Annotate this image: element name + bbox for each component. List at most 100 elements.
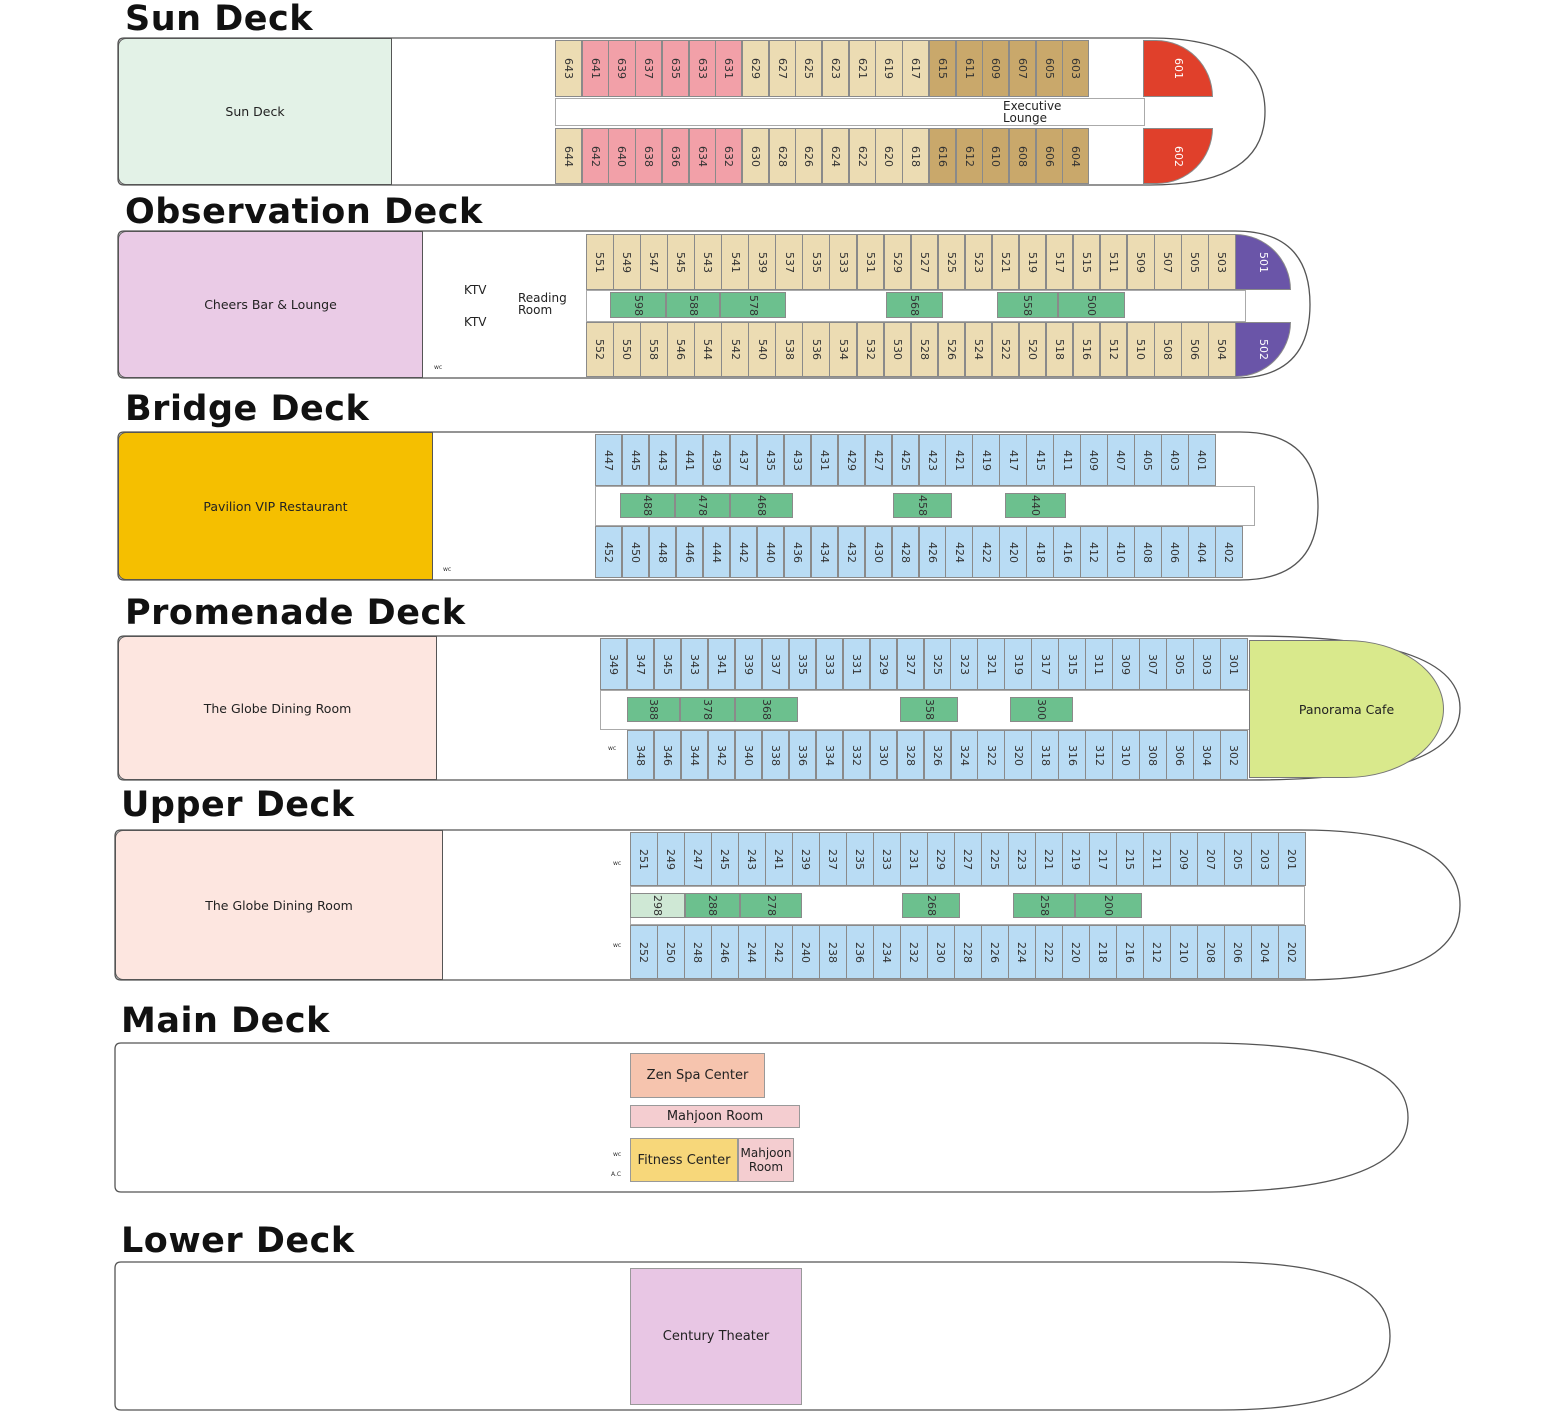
cabin[interactable]: 523 <box>964 234 993 290</box>
cabin[interactable]: 633 <box>688 40 716 97</box>
cabin[interactable]: 626 <box>795 128 823 184</box>
cabin[interactable]: 305 <box>1166 638 1194 690</box>
cabin-inner[interactable]: 258 <box>1013 893 1075 918</box>
cabin[interactable]: 546 <box>667 322 695 377</box>
cabin[interactable]: 434 <box>810 526 839 578</box>
cabin[interactable]: 230 <box>927 925 955 979</box>
cabin[interactable]: 228 <box>954 925 982 979</box>
cabin[interactable]: 634 <box>688 128 716 184</box>
cabin[interactable]: 540 <box>748 322 776 377</box>
cabin[interactable]: 405 <box>1134 434 1162 486</box>
cabin[interactable]: 325 <box>923 638 951 690</box>
cabin[interactable]: 336 <box>788 730 817 780</box>
cabin[interactable]: 334 <box>815 730 844 780</box>
cabin-inner[interactable]: 300 <box>1010 697 1073 722</box>
cabin[interactable]: 412 <box>1080 526 1108 578</box>
cabin[interactable]: 509 <box>1127 234 1155 290</box>
cabin[interactable]: 604 <box>1062 128 1090 184</box>
cabin-inner[interactable]: 598 <box>610 292 666 318</box>
cabin[interactable]: 220 <box>1062 925 1090 979</box>
cabin[interactable]: 608 <box>1008 128 1037 184</box>
cabin[interactable]: 521 <box>991 234 1020 290</box>
cabin[interactable]: 222 <box>1035 925 1063 979</box>
cabin[interactable]: 539 <box>748 234 776 290</box>
cabin[interactable]: 240 <box>792 925 820 979</box>
cabin[interactable]: 418 <box>1026 526 1054 578</box>
cabin[interactable]: 207 <box>1197 832 1225 886</box>
cabin[interactable]: 343 <box>680 638 709 690</box>
cabin[interactable]: 615 <box>928 40 956 97</box>
cabin[interactable]: 416 <box>1053 526 1081 578</box>
cabin[interactable]: 338 <box>761 730 790 780</box>
cabin[interactable]: 533 <box>829 234 857 290</box>
cabin[interactable]: 234 <box>873 925 901 979</box>
cabin[interactable]: 340 <box>734 730 763 780</box>
cabin[interactable]: 331 <box>842 638 871 690</box>
cabin[interactable]: 628 <box>768 128 796 184</box>
cabin[interactable]: 224 <box>1008 925 1036 979</box>
cabin[interactable]: 217 <box>1089 832 1117 886</box>
cabin[interactable]: 216 <box>1116 925 1144 979</box>
cabin[interactable]: 435 <box>756 434 785 486</box>
cabin[interactable]: 304 <box>1193 730 1221 780</box>
cabin[interactable]: 532 <box>856 322 885 377</box>
cabin[interactable]: 525 <box>937 234 966 290</box>
cabin[interactable]: 202 <box>1278 925 1306 979</box>
cabin[interactable]: 307 <box>1139 638 1167 690</box>
cabin[interactable]: 433 <box>783 434 812 486</box>
cabin[interactable]: 244 <box>738 925 766 979</box>
cabin[interactable]: 619 <box>875 40 903 97</box>
cabin[interactable]: 316 <box>1058 730 1086 780</box>
cabin[interactable]: 306 <box>1166 730 1194 780</box>
cabin[interactable]: 534 <box>829 322 857 377</box>
cabin[interactable]: 618 <box>902 128 930 184</box>
cabin[interactable]: 544 <box>694 322 722 377</box>
cabin[interactable]: 425 <box>891 434 919 486</box>
cabin[interactable]: 642 <box>581 128 609 184</box>
cabin[interactable]: 215 <box>1116 832 1144 886</box>
cabin-inner[interactable]: 268 <box>902 893 960 918</box>
cabin[interactable]: 243 <box>738 832 766 886</box>
cabin[interactable]: 629 <box>741 40 770 97</box>
cabin[interactable]: 512 <box>1099 322 1128 377</box>
cabin[interactable]: 527 <box>910 234 939 290</box>
cabin-inner[interactable]: 568 <box>886 292 943 318</box>
cabin[interactable]: 517 <box>1045 234 1074 290</box>
cabin[interactable]: 537 <box>775 234 803 290</box>
cabin[interactable]: 339 <box>734 638 763 690</box>
cabin[interactable]: 415 <box>1026 434 1054 486</box>
cabin[interactable]: 436 <box>783 526 812 578</box>
cabin[interactable]: 644 <box>555 128 583 184</box>
cabin[interactable]: 511 <box>1099 234 1128 290</box>
cabin[interactable]: 448 <box>648 526 677 578</box>
cabin[interactable]: 437 <box>729 434 758 486</box>
cabin[interactable]: 344 <box>680 730 709 780</box>
cabin-inner[interactable]: 278 <box>740 893 802 918</box>
cabin-inner[interactable]: 468 <box>730 493 793 518</box>
cabin[interactable]: 543 <box>694 234 722 290</box>
cabin[interactable]: 439 <box>702 434 731 486</box>
cabin-inner[interactable]: 288 <box>685 893 740 918</box>
room-mahjoon-room[interactable]: Mahjoon Room <box>738 1138 794 1182</box>
cabin[interactable]: 516 <box>1072 322 1101 377</box>
cabin[interactable]: 311 <box>1085 638 1113 690</box>
cabin[interactable]: 204 <box>1251 925 1279 979</box>
cabin[interactable]: 420 <box>999 526 1027 578</box>
cabin[interactable]: 452 <box>595 526 623 578</box>
cabin-inner[interactable]: 588 <box>666 292 720 318</box>
cabin[interactable]: 409 <box>1080 434 1108 486</box>
panorama-cafe[interactable]: Panorama Cafe <box>1249 640 1444 778</box>
cabin[interactable]: 515 <box>1072 234 1101 290</box>
cabin[interactable]: 245 <box>711 832 739 886</box>
cabin[interactable]: 427 <box>864 434 893 486</box>
cabin[interactable]: 432 <box>837 526 866 578</box>
cabin[interactable]: 541 <box>721 234 749 290</box>
cabin[interactable]: 250 <box>657 925 685 979</box>
cabin[interactable]: 328 <box>896 730 925 780</box>
cabin[interactable]: 235 <box>846 832 874 886</box>
cabin[interactable]: 212 <box>1143 925 1171 979</box>
cabin[interactable]: 406 <box>1161 526 1189 578</box>
cabin[interactable]: 622 <box>848 128 876 184</box>
cabin[interactable]: 545 <box>667 234 695 290</box>
cabin[interactable]: 329 <box>869 638 898 690</box>
